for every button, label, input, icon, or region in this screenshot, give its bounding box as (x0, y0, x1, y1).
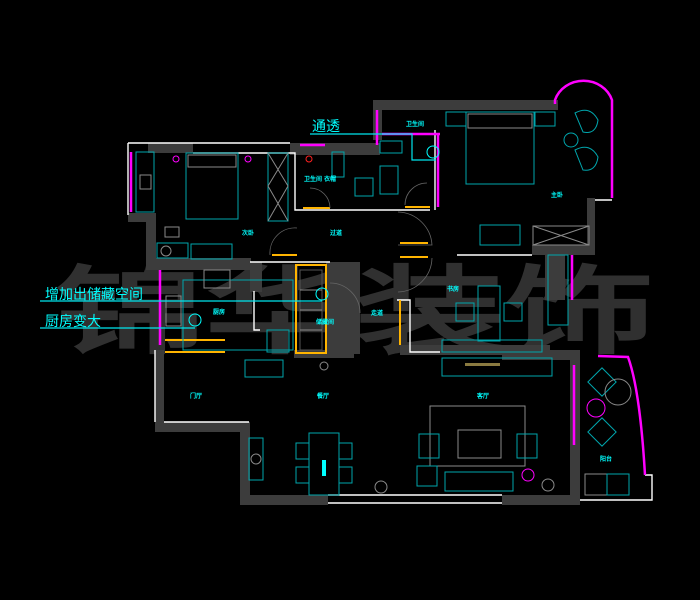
wall-outlines (127, 130, 653, 504)
label-foyer: 门厅 (190, 392, 202, 400)
label-kitchen: 厨房 (213, 308, 225, 316)
annotation-storage: 增加出储藏空间 (45, 287, 143, 303)
door-swings (269, 182, 433, 314)
bay-window-balcony (597, 354, 647, 476)
sofa (444, 471, 514, 492)
label-corridor: 过道 (330, 229, 342, 237)
annotations: 通透 增加出储藏空间 厨房变大 (40, 119, 436, 330)
label-storage-room: 储藏间 (315, 318, 334, 326)
label-bath-a: 卫生间 (304, 175, 322, 183)
walls (128, 100, 595, 505)
dining-table (308, 432, 340, 496)
label-second-bedroom: 次卧 (242, 229, 254, 237)
annotation-kitchen: 厨房变大 (45, 314, 101, 330)
windows (129, 79, 647, 476)
annotation-through: 通透 (312, 119, 340, 135)
furniture (135, 109, 632, 496)
label-living: 客厅 (476, 392, 489, 400)
label-dining: 餐厅 (316, 392, 329, 400)
room-labels: 次卧 过道 卫生间 衣帽 卫生间 主卧 书房 厨房 储藏间 走道 门厅 餐厅 客… (190, 120, 612, 463)
label-study: 书房 (447, 285, 459, 293)
label-balcony: 阳台 (600, 455, 612, 463)
label-master-bedroom: 主卧 (551, 191, 563, 199)
door-frames (165, 206, 430, 354)
label-hallway: 走道 (371, 309, 383, 317)
label-bath-b: 卫生间 (406, 120, 424, 128)
label-cloak: 衣帽 (324, 175, 336, 183)
bed-master-bedroom (465, 111, 535, 185)
bay-window-master (553, 79, 614, 198)
bed-second-bedroom (185, 152, 239, 220)
